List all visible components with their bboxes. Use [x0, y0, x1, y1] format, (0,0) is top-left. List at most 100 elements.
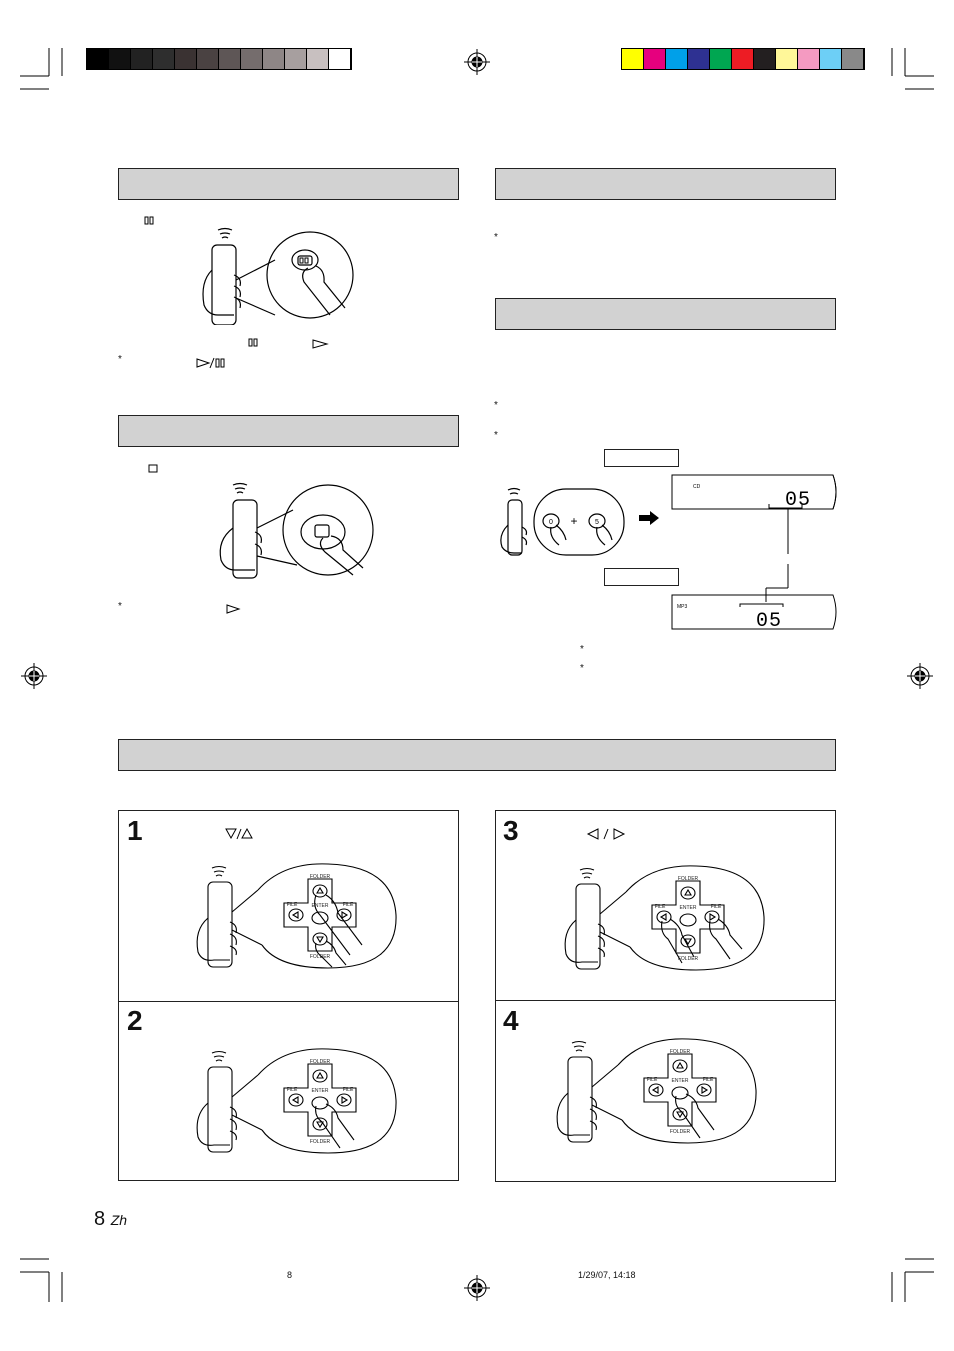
folder-label: FOLDER: [310, 1139, 331, 1145]
leader-line: [765, 509, 789, 602]
step-number-3: 3: [503, 815, 519, 846]
folder-label: FOLDER: [678, 876, 699, 882]
section-header-direct-select: [495, 298, 836, 330]
folder-label: FOLDER: [678, 956, 699, 962]
play-icon: [312, 339, 329, 349]
step-number-4: 4: [503, 1005, 519, 1036]
play-icon: [226, 604, 241, 614]
calibration-swatch: [263, 49, 285, 69]
enter-label: ENTER: [672, 1078, 689, 1084]
calibration-swatch: [241, 49, 263, 69]
calibration-swatch: [644, 49, 666, 69]
digit-zero-label: 0: [549, 519, 553, 526]
step-box-4: [495, 1000, 836, 1182]
remote-pause-illustration: [202, 227, 354, 325]
language-code: Zh: [110, 1212, 128, 1228]
display-track-number-cd: 05: [785, 489, 811, 510]
note-marker: *: [118, 354, 122, 365]
folder-label: FOLDER: [310, 874, 331, 880]
calibration-swatch: [688, 49, 710, 69]
folder-label: FOLDER: [310, 1059, 331, 1065]
play-pause-icon: [196, 357, 225, 369]
folder-label: FOLDER: [310, 954, 331, 960]
file-label: FILE: [343, 902, 354, 908]
note-marker: *: [494, 400, 498, 411]
calibration-swatch: [307, 49, 329, 69]
display-track-number-mp3: 05: [756, 610, 782, 630]
note-marker: *: [580, 663, 584, 674]
section-header-top-right: [495, 168, 836, 200]
file-label: FILE: [711, 904, 722, 910]
calibration-swatch: [219, 49, 241, 69]
calibration-swatch: [754, 49, 776, 69]
calibration-swatch: [622, 49, 644, 69]
arrow-right-icon: [639, 511, 659, 525]
file-label: FILE: [703, 1077, 714, 1083]
calibration-swatch: [153, 49, 175, 69]
grayscale-calibration-bar: [86, 48, 352, 70]
folder-down-up-icon: [225, 827, 253, 840]
note-marker: *: [494, 232, 498, 243]
plus-sign: +: [570, 514, 577, 528]
calibration-swatch: [175, 49, 197, 69]
color-calibration-bar: [621, 48, 865, 70]
slug-page: 8: [287, 1270, 293, 1280]
registration-mark-top: [464, 49, 490, 75]
file-label: FILE: [343, 1087, 354, 1093]
pause-icon: [248, 338, 258, 347]
display-panel-mp3: MP3 05: [671, 594, 837, 630]
pause-icon: [299, 257, 309, 264]
file-left-right-icon: [586, 828, 626, 840]
folder-label: FOLDER: [670, 1129, 691, 1135]
section-header-stop: [118, 415, 459, 447]
calibration-swatch: [197, 49, 219, 69]
calibration-swatch: [710, 49, 732, 69]
mode-label-box-cd: [604, 449, 679, 467]
slug-datetime: 1/29/07, 14:18: [578, 1270, 636, 1280]
step-box-2: [118, 1001, 459, 1181]
enter-label: ENTER: [312, 903, 329, 909]
note-marker: *: [494, 430, 498, 441]
calibration-swatch: [109, 49, 131, 69]
display-mode-label-cd: CD: [693, 484, 701, 490]
section-header-folder-file: [118, 739, 836, 771]
step-number-2: 2: [127, 1005, 143, 1036]
page-number-value: 8: [94, 1208, 106, 1230]
calibration-swatch: [285, 49, 307, 69]
section-header-pause: [118, 168, 459, 200]
enter-label: ENTER: [680, 905, 697, 911]
file-label: FILE: [287, 1087, 298, 1093]
remote-stop-illustration: [219, 482, 374, 579]
page-number: 8 Zh: [94, 1208, 127, 1231]
calibration-swatch: [820, 49, 842, 69]
calibration-swatch: [87, 49, 109, 69]
registration-mark-bottom: [464, 1275, 490, 1301]
registration-mark-right: [907, 663, 933, 689]
note-marker: *: [118, 601, 122, 612]
file-label: FILE: [287, 902, 298, 908]
calibration-swatch: [666, 49, 688, 69]
folder-label: FOLDER: [670, 1049, 691, 1055]
calibration-swatch: [776, 49, 798, 69]
pause-icon: [144, 216, 154, 225]
note-marker: *: [580, 644, 584, 655]
digit-five-label: 5: [595, 519, 599, 526]
display-panel-cd: CD 05: [671, 474, 837, 510]
registration-mark-left: [21, 663, 47, 689]
mode-label-box-mp3: [604, 568, 679, 586]
calibration-swatch: [329, 49, 351, 69]
pause-play-icons: [248, 338, 329, 349]
step-number-1: 1: [127, 815, 143, 846]
calibration-swatch: [131, 49, 153, 69]
remote-dpad-illustration-step3: FOLDER FOLDER FILE FILE ENTER: [564, 865, 765, 971]
stop-icon: [148, 464, 158, 473]
enter-label: ENTER: [312, 1088, 329, 1094]
remote-numeric-illustration: 0 + 5: [500, 487, 625, 556]
remote-dpad-illustration-step2: FOLDER FOLDER FILE FILE ENTER: [196, 1048, 397, 1154]
remote-dpad-illustration-step1: FOLDER FOLDER FILE FILE ENTER: [196, 863, 397, 969]
calibration-swatch: [798, 49, 820, 69]
file-label: FILE: [655, 904, 666, 910]
calibration-swatch: [732, 49, 754, 69]
